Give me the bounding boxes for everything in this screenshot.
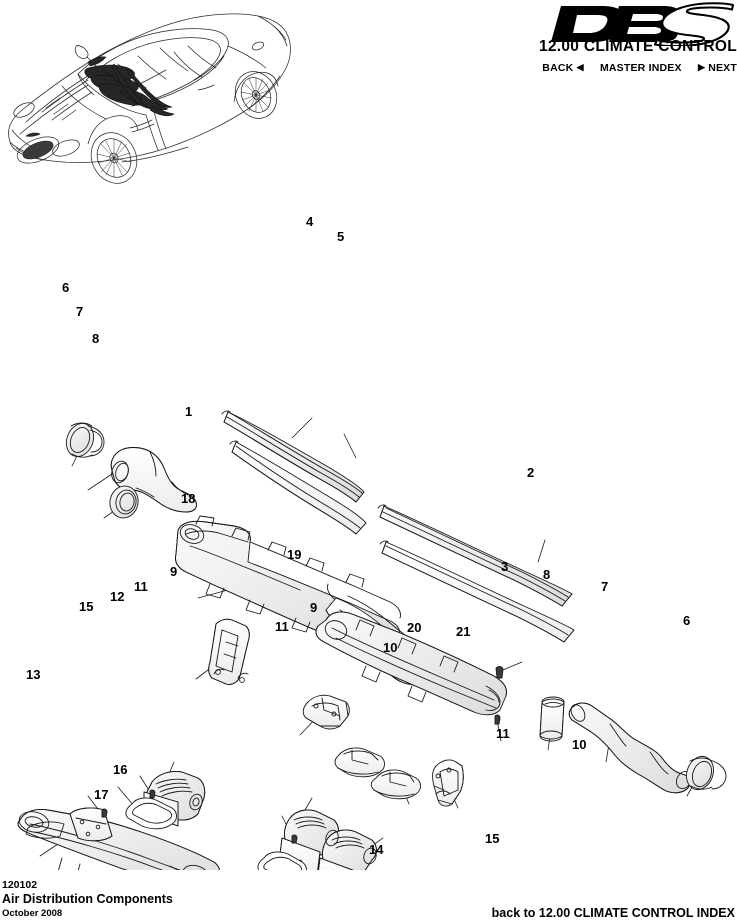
callout-1: 1 — [185, 404, 193, 419]
callout-15-upper: 15 — [79, 599, 94, 614]
callout-19: 19 — [287, 547, 302, 562]
callout-21: 21 — [456, 624, 471, 639]
callout-5: 5 — [337, 229, 345, 244]
callout-11-centre: 11 — [275, 619, 289, 634]
callout-6-right: 6 — [683, 613, 691, 628]
next-arrow-icon[interactable]: ▶ — [697, 62, 706, 72]
dbs-wordmark-logo — [551, 2, 735, 46]
footer-right: back to 12.00 CLIMATE CONTROL INDEX — [492, 906, 735, 920]
callout-15-lower: 15 — [485, 831, 500, 846]
callout-10-lower: 10 — [572, 737, 587, 752]
exploded-parts-diagram — [17, 410, 727, 870]
callout-16: 16 — [113, 762, 128, 777]
callout-7-right: 7 — [601, 579, 609, 594]
callout-20: 20 — [407, 620, 422, 635]
callout-11-upper: 11 — [134, 579, 148, 594]
page-header: 12.00 CLIMATE CONTROL BACK ◀ MASTER INDE… — [400, 0, 737, 88]
back-arrow-icon[interactable]: ◀ — [576, 62, 584, 72]
callout-8-left: 8 — [92, 331, 100, 346]
callout-14: 14 — [369, 842, 384, 857]
callout-2: 2 — [527, 465, 535, 480]
part-number-code: 120102 — [2, 879, 38, 891]
next-link[interactable]: NEXT — [708, 62, 737, 74]
callout-12: 12 — [110, 589, 125, 604]
back-label: BACK — [542, 62, 574, 74]
callout-7-left: 7 — [76, 304, 84, 319]
master-index-link[interactable]: MASTER INDEX — [599, 62, 682, 74]
next-label: NEXT — [708, 62, 737, 74]
header-navigation: BACK ◀ MASTER INDEX ▶ NEXT — [400, 62, 737, 74]
callout-10-centre: 10 — [383, 640, 398, 655]
chapter-title: 12.00 CLIMATE CONTROL — [538, 38, 737, 55]
callout-13: 13 — [26, 667, 41, 682]
callout-3: 3 — [501, 559, 509, 574]
callout-4: 4 — [306, 214, 314, 229]
callout-9-centre: 9 — [310, 600, 318, 615]
callout-8-right: 8 — [543, 567, 551, 582]
aston-martin-dbs-line-drawing — [8, 13, 291, 184]
publication-date: October 2008 — [2, 908, 63, 919]
back-link[interactable]: BACK — [542, 62, 573, 74]
section-title: Air Distribution Components — [2, 892, 173, 906]
callout-17: 17 — [94, 787, 109, 802]
footer-left: 120102 Air Distribution Components Octob… — [2, 879, 422, 920]
callout-11-lower: 11 — [496, 726, 510, 741]
back-to-index-link[interactable]: back to 12.00 CLIMATE CONTROL INDEX — [491, 906, 735, 920]
callout-18: 18 — [181, 491, 196, 506]
callout-9-upper: 9 — [170, 564, 178, 579]
callout-6-left: 6 — [62, 280, 70, 295]
